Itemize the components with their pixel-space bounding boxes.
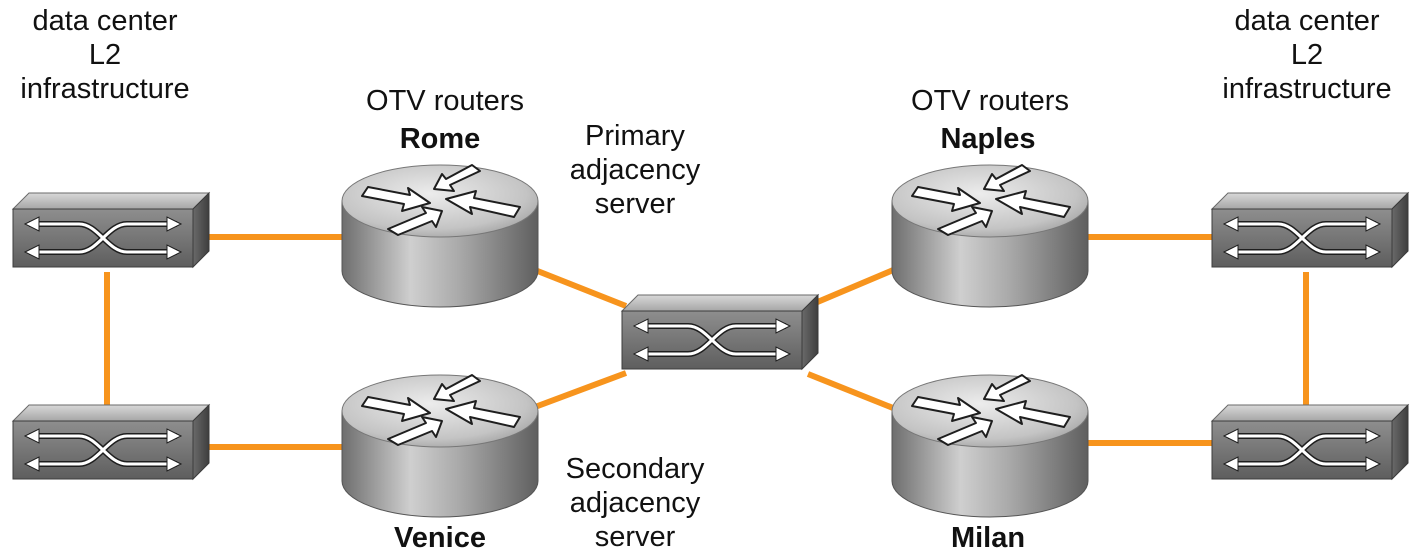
switch-arrowhead — [166, 216, 183, 232]
router-arrow — [911, 186, 981, 212]
router-icon-router-rome — [341, 164, 539, 308]
router-arrow — [445, 190, 521, 218]
switch-top-face — [620, 294, 820, 312]
switch-arrowhead — [632, 318, 649, 334]
switch-arrows — [29, 222, 177, 254]
switch-arrowhead — [1222, 456, 1239, 472]
link-sw-adjacency-to-router-milan — [806, 371, 900, 413]
switch-arrowhead — [1222, 244, 1239, 260]
switch-top-face — [11, 192, 211, 210]
switch-icon-sw-adjacency — [620, 293, 820, 371]
switch-icon-sw-dc-left-top — [11, 191, 211, 269]
otv-routers-right-label: OTV routers — [875, 84, 1105, 118]
switch-arrowhead — [1365, 216, 1382, 232]
switch-arrowhead — [775, 346, 792, 362]
switch-arrowhead — [1222, 428, 1239, 444]
router-venice-label: Venice — [394, 522, 486, 554]
links-layer — [104, 234, 1309, 450]
router-arrow — [387, 416, 443, 446]
router-arrow — [433, 374, 481, 402]
router-arrow — [911, 396, 981, 422]
router-top — [891, 374, 1089, 448]
router-icon-router-naples — [891, 164, 1089, 308]
secondary-adjacency-server-label: Secondary adjacency server — [535, 452, 735, 554]
switch-arrowhead — [166, 428, 183, 444]
switch-arrowhead — [23, 428, 40, 444]
router-top — [341, 164, 539, 238]
switch-top-face — [1210, 404, 1410, 422]
switch-arrowhead — [23, 216, 40, 232]
otv-routers-right-text: OTV routers — [911, 85, 1069, 117]
dc-right-label-line-2: L2 — [1290, 39, 1324, 71]
switch-arrows — [638, 324, 786, 356]
router-arrow — [995, 400, 1071, 428]
router-arrow — [445, 400, 521, 428]
switch-icon-sw-dc-left-bottom — [11, 403, 211, 481]
switch-arrowhead — [1365, 428, 1382, 444]
dc-right-label-line-3: infrastructure — [1222, 73, 1392, 105]
router-arrow — [983, 164, 1031, 192]
router-icon-router-venice — [341, 374, 539, 518]
switch-arrowhead — [166, 244, 183, 260]
dc-left-label-line-1: data center — [32, 5, 178, 37]
primary-label-line-3: server — [594, 188, 676, 220]
switch-arrowhead — [23, 244, 40, 260]
secondary-label-line-2: adjacency — [569, 487, 701, 519]
switch-arrowhead — [632, 346, 649, 362]
router-naples-label: Naples — [940, 123, 1036, 155]
router-icon-router-milan — [891, 374, 1089, 518]
switch-top-face — [1210, 192, 1410, 210]
primary-label-line-2: adjacency — [569, 154, 701, 186]
primary-adjacency-server-label: Primary adjacency server — [540, 119, 730, 221]
switch-arrowhead — [1222, 216, 1239, 232]
link-sw-adjacency-to-router-naples — [806, 265, 900, 309]
router-arrow — [983, 374, 1031, 402]
dc-left-label-line-3: infrastructure — [20, 73, 190, 105]
link-router-venice-to-sw-adjacency — [533, 370, 628, 410]
router-arrow — [361, 396, 431, 422]
switch-arrowhead — [166, 456, 183, 472]
switch-arrowhead — [1365, 244, 1382, 260]
otv-routers-left-text: OTV routers — [366, 85, 524, 117]
nodes-layer — [11, 164, 1410, 518]
router-arrow — [361, 186, 431, 212]
switch-arrowhead — [775, 318, 792, 334]
router-arrow — [387, 206, 443, 236]
secondary-label-line-1: Secondary — [565, 453, 705, 485]
primary-label-line-1: Primary — [585, 120, 685, 152]
dc-left-label: data center L2 infrastructure — [0, 4, 210, 106]
switch-icon-sw-dc-right-bottom — [1210, 403, 1410, 481]
router-top — [341, 374, 539, 448]
router-arrow — [433, 164, 481, 192]
switch-arrows — [29, 434, 177, 466]
otv-routers-left-label: OTV routers — [330, 84, 560, 118]
router-top — [891, 164, 1089, 238]
switch-arrowhead — [1365, 456, 1382, 472]
switch-icon-sw-dc-right-top — [1210, 191, 1410, 269]
switch-front-face — [12, 420, 194, 480]
router-arrow — [937, 416, 993, 446]
dc-right-label-line-1: data center — [1234, 5, 1380, 37]
switch-arrows — [1228, 434, 1376, 466]
link-router-rome-to-sw-adjacency — [533, 267, 628, 309]
router-arrow — [995, 190, 1071, 218]
switch-arrows — [1228, 222, 1376, 254]
dc-right-label: data center L2 infrastructure — [1202, 4, 1412, 106]
switch-arrowhead — [23, 456, 40, 472]
secondary-label-line-3: server — [594, 521, 676, 553]
dc-left-label-line-2: L2 — [88, 39, 122, 71]
router-milan-label: Milan — [950, 522, 1026, 554]
router-arrow — [937, 206, 993, 236]
switch-top-face — [11, 404, 211, 422]
router-rome-label: Rome — [399, 123, 481, 155]
